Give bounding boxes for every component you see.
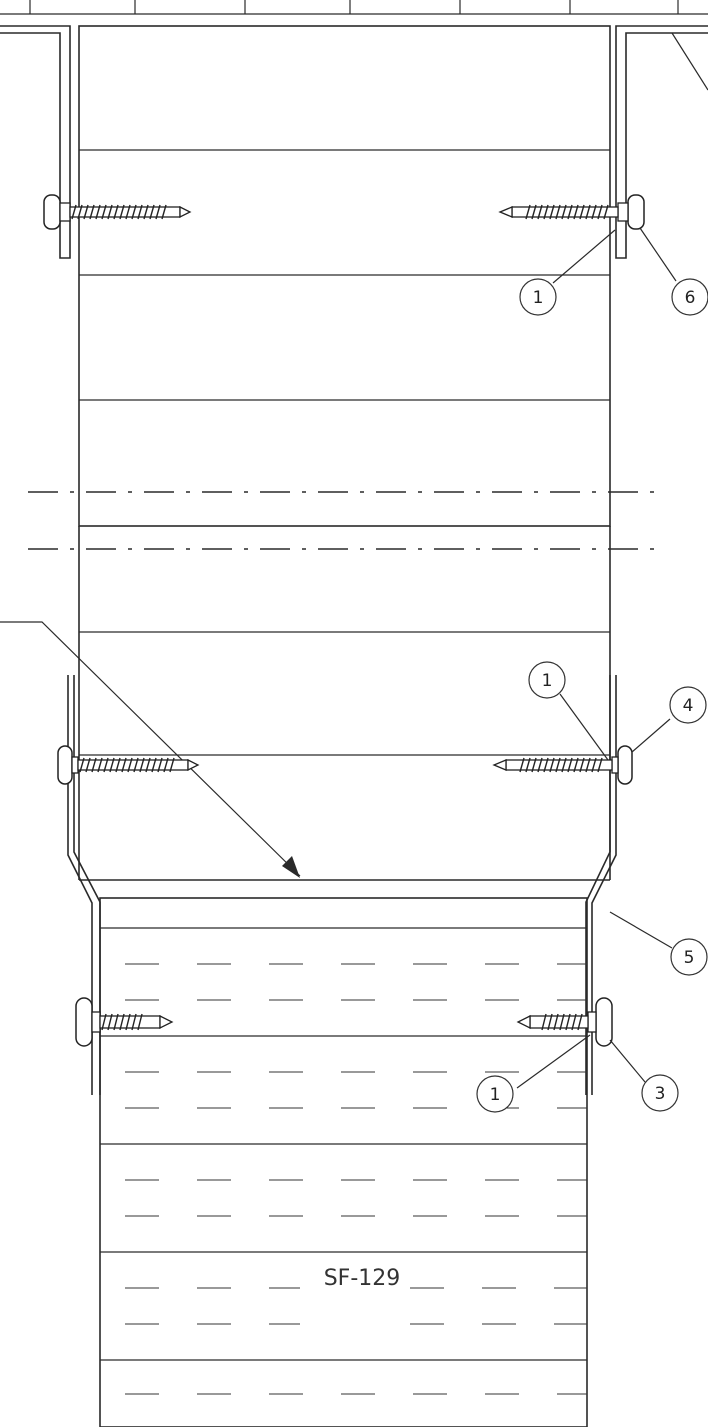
svg-text:5: 5 — [684, 948, 695, 968]
svg-text:1: 1 — [490, 1085, 501, 1105]
callout-5: 5 — [670, 938, 708, 976]
callout-1-middle: 1 — [528, 661, 566, 699]
svg-text:1: 1 — [533, 288, 544, 308]
svg-text:1: 1 — [542, 671, 553, 691]
screw-middle-left — [57, 745, 200, 785]
insulation-dashes — [125, 963, 587, 1395]
top-strip — [0, 0, 708, 15]
part-label: SF-129 — [324, 1266, 401, 1291]
section-arrow — [0, 621, 301, 878]
screw-lower-right — [516, 997, 613, 1047]
callout-1-lower: 1 — [476, 1075, 514, 1113]
callout-6: 6 — [671, 278, 708, 316]
upper-left-trim — [0, 25, 71, 259]
svg-text:6: 6 — [685, 288, 696, 308]
upper-right-trim — [615, 25, 708, 259]
break-lines — [28, 491, 660, 550]
callout-4: 4 — [669, 686, 707, 724]
upper-panel — [78, 25, 611, 527]
callout-1-upper: 1 — [519, 278, 557, 316]
lower-panel: SF-129 — [99, 897, 588, 1427]
callout-leaders — [516, 227, 677, 1089]
screw-lower-left — [75, 997, 174, 1047]
callout-3: 3 — [641, 1074, 679, 1112]
middle-panel — [78, 526, 611, 881]
svg-text:3: 3 — [655, 1084, 666, 1104]
screw-upper-right — [498, 194, 645, 230]
screw-upper-left — [43, 194, 192, 230]
screw-middle-right — [492, 745, 633, 785]
svg-text:4: 4 — [683, 696, 694, 716]
